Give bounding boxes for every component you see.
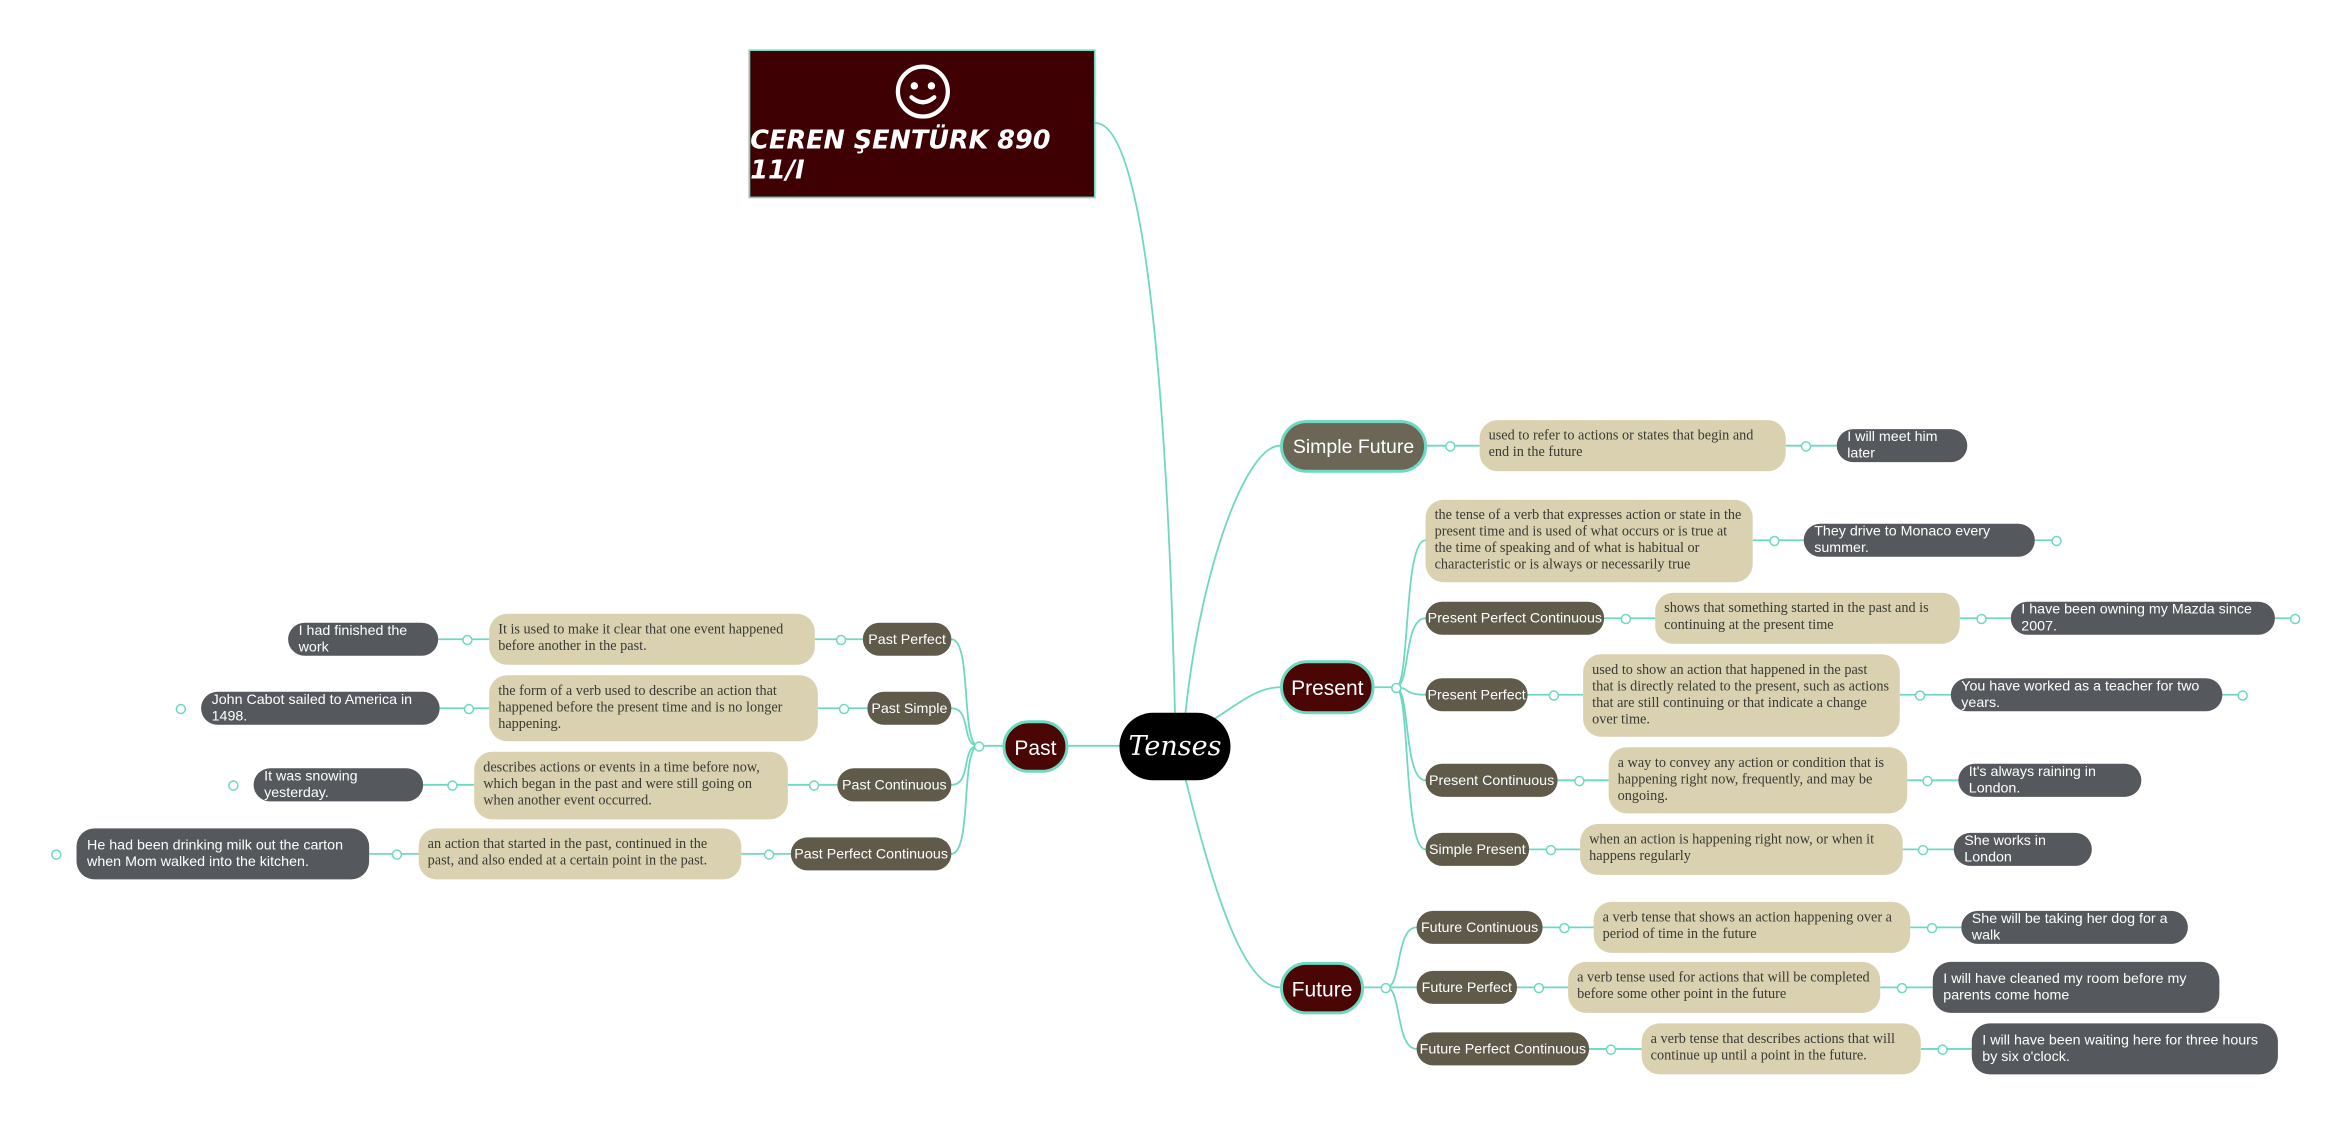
branch-present-perfect-continuous[interactable]: Present Perfect Continuous [1425,601,1605,635]
branch-future-perfect[interactable]: Future Perfect [1416,970,1518,1004]
connector-dot[interactable] [973,741,985,752]
connector-dot[interactable] [808,780,820,791]
connector-dot[interactable] [1937,1044,1948,1055]
connector-dot[interactable] [447,780,458,791]
description-present-continuous: a way to convey any action or condition … [1608,747,1908,814]
connector-dot[interactable] [1445,441,1456,452]
connector-dot[interactable] [1548,690,1560,701]
example-future-perfect: I will have cleaned my room before my pa… [1932,961,2220,1013]
connector-dot[interactable] [1917,844,1929,856]
connector-dot[interactable] [835,634,847,646]
branch-simple-present[interactable]: Simple Present [1425,832,1530,866]
connector-dot[interactable] [1922,775,1933,787]
main-node-simple-future[interactable]: Simple Future [1280,420,1428,473]
description-present: the tense of a verb that expresses actio… [1425,499,1753,583]
main-node-present[interactable]: Present [1280,660,1375,715]
connector-dot[interactable] [1896,982,1908,994]
connector-dot[interactable] [175,703,187,715]
connector-dot[interactable] [1605,1044,1617,1055]
description-present-perfect: used to show an action that happened in … [1583,654,1900,737]
connector-dot[interactable] [1574,775,1585,787]
description-present-perfect-continuous: shows that something started in the past… [1655,592,1960,644]
description-future-perfect-continuous: a verb tense that describes actions that… [1641,1023,1921,1075]
connector-dot[interactable] [763,849,775,860]
description-future-perfect: a verb tense used for actions that will … [1568,961,1881,1013]
branch-past-perfect-continuous[interactable]: Past Perfect Continuous [790,837,952,871]
example-past-continuous: It was snowing yesterday. [253,768,424,802]
example-future-continuous: She will be taking her dog for a walk [1961,910,2188,944]
connector-dot[interactable] [1559,922,1570,934]
branch-past-continuous[interactable]: Past Continuous [837,768,952,802]
connector-dot[interactable] [2289,613,2301,625]
description-past-perfect-continuous: an action that started in the past, cont… [418,828,742,880]
example-simple-future: I will meet him later [1836,429,1968,463]
example-past-perfect-continuous: He had been drinking milk out the carton… [76,828,370,880]
connector-dot[interactable] [1533,982,1545,994]
connector-dot[interactable] [1976,613,1987,625]
description-past-simple: the form of a verb used to describe an a… [489,675,818,742]
smiley-icon [895,63,950,118]
connector-dot[interactable] [228,780,239,791]
branch-future-perfect-continuous[interactable]: Future Perfect Continuous [1416,1032,1590,1066]
description-past-perfect: It is used to make it clear that one eve… [489,613,815,665]
connector-dot[interactable] [838,703,850,715]
description-simple-present: when an action is happening right now, o… [1580,823,1903,875]
connector-dot[interactable] [1926,922,1938,934]
branch-present-continuous[interactable]: Present Continuous [1425,763,1558,797]
connector-dot[interactable] [1545,844,1557,856]
connector-dot[interactable] [51,849,62,860]
main-node-future[interactable]: Future [1280,961,1365,1015]
connector-dot[interactable] [2237,690,2248,701]
example-present: They drive to Monaco every summer. [1803,523,2035,557]
title-banner[interactable]: CEREN ŞENTÜRK 890 11/I [748,49,1096,199]
example-present-perfect-continuous: I have been owning my Mazda since 2007. [2010,601,2275,635]
connector-dot[interactable] [1769,535,1780,547]
connector-dot[interactable] [1380,982,1392,994]
branch-present-perfect[interactable]: Present Perfect [1425,678,1528,712]
connector-dot[interactable] [391,849,403,860]
connector-dot[interactable] [463,703,475,715]
example-past-simple: John Cabot sailed to America in 1498. [201,691,440,725]
connector-dot[interactable] [2051,535,2062,547]
example-past-perfect: I had finished the work [288,622,439,656]
description-past-continuous: describes actions or events in a time be… [474,751,788,820]
connector-dot[interactable] [1391,682,1402,694]
connector-dot[interactable] [462,634,473,646]
description-future-continuous: a verb tense that shows an action happen… [1593,901,1911,953]
example-present-continuous: It's always raining in London. [1958,763,2142,797]
description-simple-future: used to refer to actions or states that … [1479,420,1786,472]
connector-dot[interactable] [1620,613,1632,625]
connector-dot[interactable] [1914,690,1926,701]
example-present-perfect: You have worked as a teacher for two yea… [1950,678,2223,712]
branch-past-simple[interactable]: Past Simple [867,691,952,725]
banner-title: CEREN ŞENTÜRK 890 11/I [750,125,1051,186]
main-node-past[interactable]: Past [1002,720,1069,773]
root-node-tenses[interactable]: Tenses [1119,712,1231,781]
connector-dot[interactable] [1800,441,1812,452]
example-future-perfect-continuous: I will have been waiting here for three … [1971,1023,2278,1075]
branch-future-continuous[interactable]: Future Continuous [1416,910,1543,944]
example-simple-present: She works in London [1953,832,2092,866]
branch-past-perfect[interactable]: Past Perfect [862,622,952,656]
